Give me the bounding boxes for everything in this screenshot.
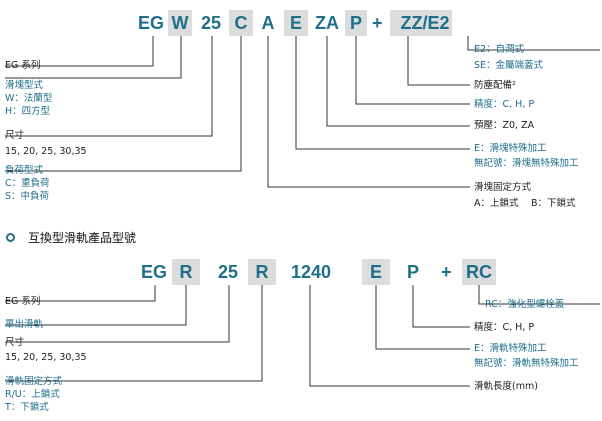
- code-dust-part1: [390, 10, 452, 36]
- code-accuracy: P: [345, 10, 367, 36]
- rail-code-size: 25: [217, 262, 239, 282]
- section-title: 互換型滑軌產品型號: [28, 231, 137, 245]
- label-rail-eg-series: EG 系列: [5, 296, 41, 307]
- connector-size: [5, 36, 213, 137]
- connector-rail-accuracy: [412, 285, 470, 328]
- code-size: 25: [200, 13, 222, 33]
- label-block-type: 滑塊型式 W：法蘭型 H：四方型: [5, 80, 53, 117]
- connector-preload: [326, 36, 470, 127]
- label-e2: E2：自潤式 SE：金屬端蓋式: [474, 44, 544, 71]
- connector-rail-rc: [478, 285, 600, 305]
- code-block-mount: A: [261, 13, 275, 33]
- label-dust-protection: 防塵配備²: [474, 80, 516, 91]
- code-load-type: C: [229, 10, 253, 36]
- connector-accuracy: [355, 36, 470, 105]
- label-accuracy: 精度：C, H, P: [474, 99, 535, 110]
- connector-rail-size: [5, 285, 230, 343]
- label-rail-special: E：滑軌特殊加工 無記號：滑軌無特殊加工: [474, 343, 579, 369]
- connector-load-type: [5, 36, 242, 172]
- label-rail-rc: RC：強化型螺栓蓋: [485, 299, 565, 310]
- connector-block-type: [5, 36, 182, 79]
- connector-rail-special: [375, 285, 470, 350]
- connector-rail-mount: [5, 285, 263, 382]
- label-rail-length: 滑軌長度(mm): [474, 381, 538, 392]
- label-rail-size: 尺寸 15, 20, 25, 30,35: [5, 337, 87, 363]
- code-preload: ZA: [315, 13, 339, 33]
- label-rail-mount: 滑軌固定方式 R/U：上鎖式 T：下鎖式: [5, 376, 63, 413]
- connector-rail-length: [309, 285, 470, 387]
- code-dust-protection: ZZ/E2: [400, 13, 450, 33]
- rail-code-accuracy: P: [406, 262, 419, 282]
- label-preload: 預壓：Z0, ZA: [474, 120, 535, 131]
- rail-code-series: EG: [140, 262, 167, 282]
- rail-code-special: E: [362, 259, 390, 285]
- rail-code-type: R: [172, 259, 200, 285]
- connector-block-mount: [267, 36, 470, 188]
- connector-rail-eg-series: [5, 285, 156, 302]
- label-rail-single: 單出滑軌: [5, 319, 44, 330]
- code-series: EG: [137, 13, 164, 33]
- label-rail-accuracy: 精度：C, H, P: [474, 322, 535, 333]
- rail-code-mount: R: [248, 259, 276, 285]
- code-block-special: E: [284, 10, 308, 36]
- label-size: 尺寸 15, 20, 25, 30,35: [5, 130, 87, 157]
- code-block-type: W: [168, 10, 192, 36]
- label-block-special: E：滑塊特殊加工 無記號：滑塊無特殊加工: [474, 143, 579, 169]
- connector-eg-series: [5, 36, 154, 67]
- connector-dust: [407, 36, 470, 86]
- label-block-mount: 滑塊固定方式 A：上鎖式 B：下鎖式: [474, 182, 576, 209]
- plus-sign: +: [372, 13, 383, 33]
- rail-plus-sign: +: [441, 262, 452, 282]
- rail-code-cap: RC: [462, 259, 496, 285]
- rail-code-length: 1240: [290, 262, 332, 282]
- bullet-icon: [6, 233, 15, 242]
- label-load-type: 負荷型式 C：重負荷 S：中負荷: [5, 165, 50, 202]
- connector-rail-single: [5, 285, 187, 326]
- label-eg-series: EG 系列: [5, 60, 41, 71]
- connector-e2: [467, 36, 600, 51]
- connector-block-special: [295, 36, 470, 150]
